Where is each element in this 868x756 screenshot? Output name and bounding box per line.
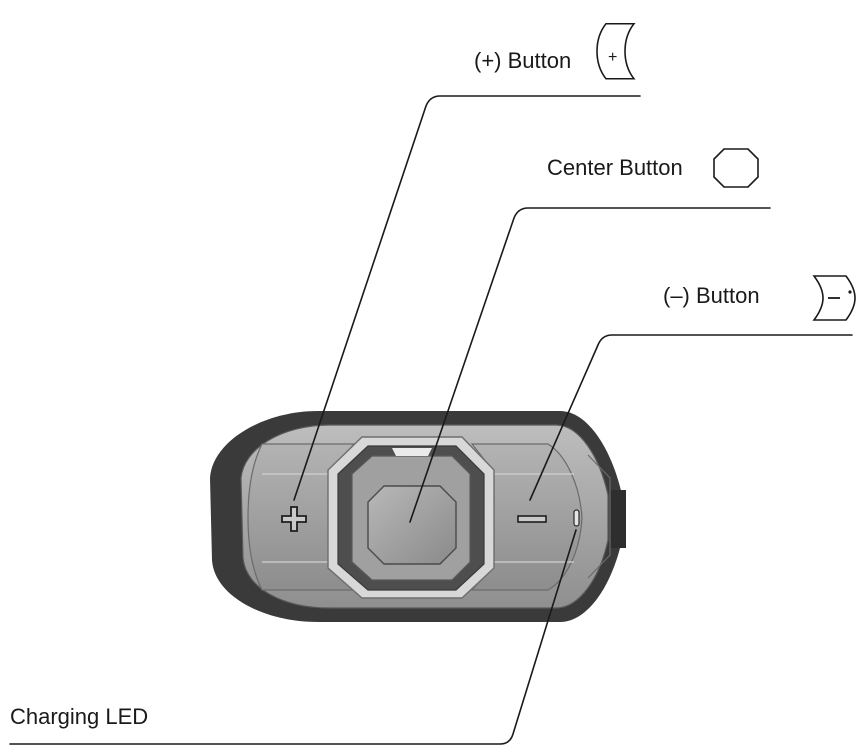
plus-symbol — [281, 506, 307, 532]
leader-center-button — [409, 207, 771, 523]
center-button-notch — [392, 448, 432, 456]
label-center-button: Center Button — [547, 155, 683, 180]
minus-button-shape-icon — [812, 275, 856, 321]
minus-symbol — [517, 515, 547, 523]
charging-led — [573, 509, 580, 527]
label-charging-led: Charging LED — [10, 704, 148, 729]
label-minus-button: (–) Button — [663, 283, 760, 308]
device-side-clip — [610, 490, 626, 548]
minus-shape-dot — [848, 290, 852, 294]
leader-plus-button — [293, 95, 641, 501]
label-plus-button: (+) Button — [474, 48, 571, 73]
device-right-facet — [587, 454, 611, 579]
plus-button-shape-icon: + — [596, 22, 636, 80]
plus-shape-glyph: + — [608, 49, 617, 66]
device — [210, 411, 626, 622]
leader-charging-led — [9, 529, 577, 745]
center-button-face[interactable] — [367, 485, 457, 565]
leader-minus-button — [529, 334, 853, 501]
octagon-button-shape-icon — [713, 148, 759, 188]
